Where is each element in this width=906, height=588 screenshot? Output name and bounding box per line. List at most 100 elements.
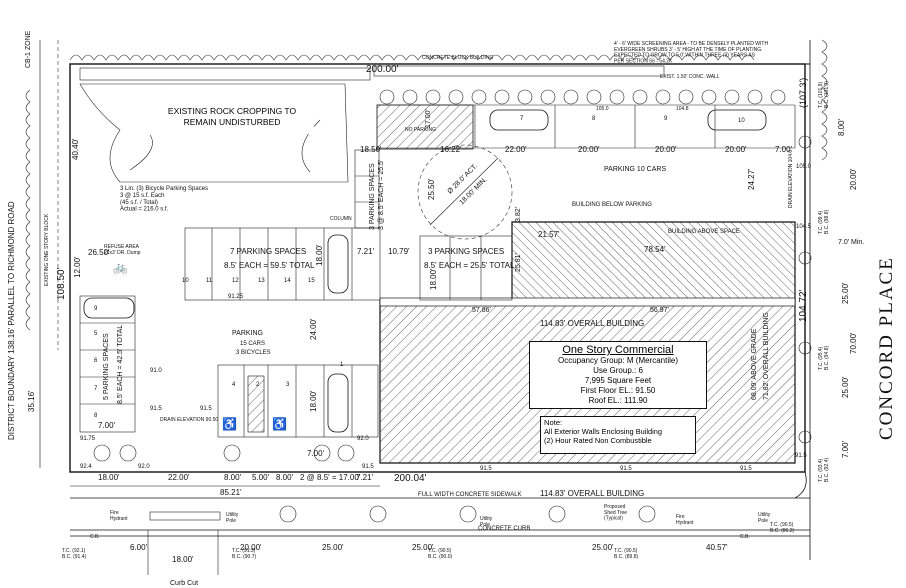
rock-cropping-note: EXISTING ROCK CROPPING TO REMAIN UNDISTU… bbox=[150, 106, 314, 134]
stall-number: 8 bbox=[94, 413, 98, 419]
bottom-dim: 8.00' bbox=[276, 473, 294, 482]
street-dim: 25.00' bbox=[592, 543, 614, 552]
elevation-label: 104.5 bbox=[796, 224, 812, 230]
inner-dim: 10.79' bbox=[388, 247, 410, 256]
stall-number: 2 bbox=[256, 382, 260, 388]
stall-number: 12 bbox=[232, 278, 239, 284]
bottom-dim: 7.21' bbox=[356, 473, 374, 482]
note-line-2: (2) Hour Rated Non Combustible bbox=[544, 436, 652, 445]
elevation-label: 91.5 bbox=[150, 406, 162, 412]
lower-parking-stalls bbox=[217, 364, 379, 438]
rock-cropping-area bbox=[79, 83, 349, 183]
existing-one-story-label: EXISTING ONE STORY BLOCK bbox=[44, 213, 50, 286]
concrete-block-building bbox=[373, 65, 665, 77]
conc-wall-label: EXIST. 1.50' CONC. WALL bbox=[660, 74, 720, 80]
inner-dim: 78.54' bbox=[644, 245, 666, 254]
tc-label: T.C. (92.1)B.C. (91.4) bbox=[62, 548, 87, 560]
lower-trees bbox=[93, 444, 355, 462]
building-above-label: BUILDING ABOVE SPACE bbox=[668, 229, 740, 235]
rock-note-text: EXISTING ROCK CROPPING TO REMAIN UNDISTU… bbox=[167, 106, 297, 127]
elevation-label: 104.8 bbox=[676, 106, 689, 112]
curb-cut-mark bbox=[149, 511, 221, 521]
building-callout: One Story Commercial Occupancy Group: M … bbox=[529, 341, 707, 409]
tree-line-top bbox=[69, 54, 755, 61]
right-dim: 25.00' bbox=[841, 376, 850, 398]
overall-building-vert: 71.82' OVERALL BUILDING bbox=[763, 312, 770, 400]
first-floor-elevation: First Floor EL.: 91.50 bbox=[580, 386, 656, 395]
bottom-dimension: 200.04' bbox=[394, 473, 427, 484]
concrete-building-label: CONCRETE BLOCK BUILDING bbox=[422, 55, 494, 61]
elevation-label: 92.0 bbox=[138, 464, 150, 470]
elevation-label: 91.25 bbox=[228, 294, 244, 300]
inner-dim: 18.00' bbox=[315, 244, 324, 266]
stall-number: 3 bbox=[286, 382, 290, 388]
car-icon bbox=[707, 109, 767, 131]
elevation-label: 91.0 bbox=[150, 368, 162, 374]
right-dimension-upper: (107.3') bbox=[798, 78, 808, 108]
seven-total-label: 8.5' EACH = 59.5' TOTAL bbox=[224, 261, 315, 270]
elevation-label: 91.5 bbox=[620, 466, 632, 472]
car-icon bbox=[327, 234, 349, 294]
screening-shrubs bbox=[379, 89, 786, 105]
upper-dim: 7.00' bbox=[775, 145, 793, 154]
parking-lower-label: PARKING bbox=[232, 330, 263, 337]
elevation-label: 91.5 bbox=[795, 453, 807, 459]
sidewalk-label: FULL WIDTH CONCRETE SIDEWALK bbox=[418, 492, 522, 498]
inner-dim: 24.27' bbox=[747, 168, 756, 190]
stall-number: 11 bbox=[206, 278, 213, 284]
note-line-1: All Exterior Walls Enclosing Building bbox=[544, 427, 663, 436]
left-parking-stalls bbox=[79, 295, 136, 433]
stall-number: 5 bbox=[94, 331, 98, 337]
parking-lower-bikes: 3 BICYCLES bbox=[236, 350, 271, 356]
inner-dim: 25.50' bbox=[427, 178, 436, 200]
car-icon bbox=[83, 297, 135, 319]
inner-dim: 26.50' bbox=[88, 248, 110, 257]
inner-dim: 21.57' bbox=[538, 230, 560, 239]
three-spaces-label: 3 PARKING SPACES bbox=[428, 247, 504, 256]
three-total-label: 8.5' EACH = 25.5' TOTAL bbox=[424, 261, 515, 270]
inner-dim: 7.00' bbox=[98, 421, 116, 430]
street-dim: 25.00' bbox=[412, 543, 434, 552]
parking-upper-label: PARKING 10 CARS bbox=[604, 166, 666, 173]
inner-dim: 18.00' bbox=[309, 390, 318, 412]
inner-dim: 57.86' bbox=[472, 307, 491, 314]
stall-number: 13 bbox=[258, 278, 265, 284]
street-name-label: CONCORD PLACE bbox=[876, 256, 897, 440]
accessible-icon: ♿ bbox=[222, 417, 237, 431]
stall-number: 9 bbox=[94, 306, 98, 312]
tc-label: T.C. (95.4)B.C. (94.8) bbox=[818, 345, 830, 370]
overall-building-label: 114.83' OVERALL BUILDING bbox=[540, 319, 644, 328]
right-dim: 8.00' bbox=[837, 118, 846, 136]
right-dimension-lower: 104.72' bbox=[798, 289, 809, 322]
street-dim: 18.00' bbox=[172, 555, 194, 564]
inner-dim: 18.50' bbox=[360, 145, 382, 154]
tc-label: T.C. (91.3)B.C. (90.7) bbox=[232, 548, 257, 560]
accessible-icon: ♿ bbox=[272, 417, 287, 431]
car-icon bbox=[327, 373, 349, 433]
top-dimension: 200.00' bbox=[366, 64, 399, 75]
bottom-dim: 22.00' bbox=[168, 473, 190, 482]
inner-dim: 56.97' bbox=[650, 307, 669, 314]
bottom-dim: 5.00' bbox=[252, 473, 270, 482]
tc-label: T.C. (90.5)B.C. (86.2) bbox=[770, 522, 795, 534]
tc-label: T.C. (99.4)B.C. (98.8) bbox=[818, 209, 830, 234]
column-label: COLUMN bbox=[330, 216, 352, 222]
inner-dim: 7.00' bbox=[307, 449, 325, 458]
upper-dim: 20.00' bbox=[578, 145, 600, 154]
note-title: Note: bbox=[544, 418, 563, 427]
upper-parking-stalls bbox=[377, 104, 796, 149]
street-dim: 25.00' bbox=[322, 543, 344, 552]
stall-number: 15 bbox=[308, 278, 315, 284]
catch-basin-label: C.B. bbox=[740, 534, 750, 540]
screening-note: 4' - 6' WIDE SCREENING AREA - TO BE DENS… bbox=[614, 41, 768, 64]
right-dim: 7.00' bbox=[841, 440, 850, 458]
five-total-label: 8.5' EACH = 42.5' TOTAL bbox=[117, 325, 124, 404]
zone-label: CB-1 ZONE bbox=[25, 30, 32, 68]
inner-dim: 35.16' bbox=[27, 390, 36, 412]
